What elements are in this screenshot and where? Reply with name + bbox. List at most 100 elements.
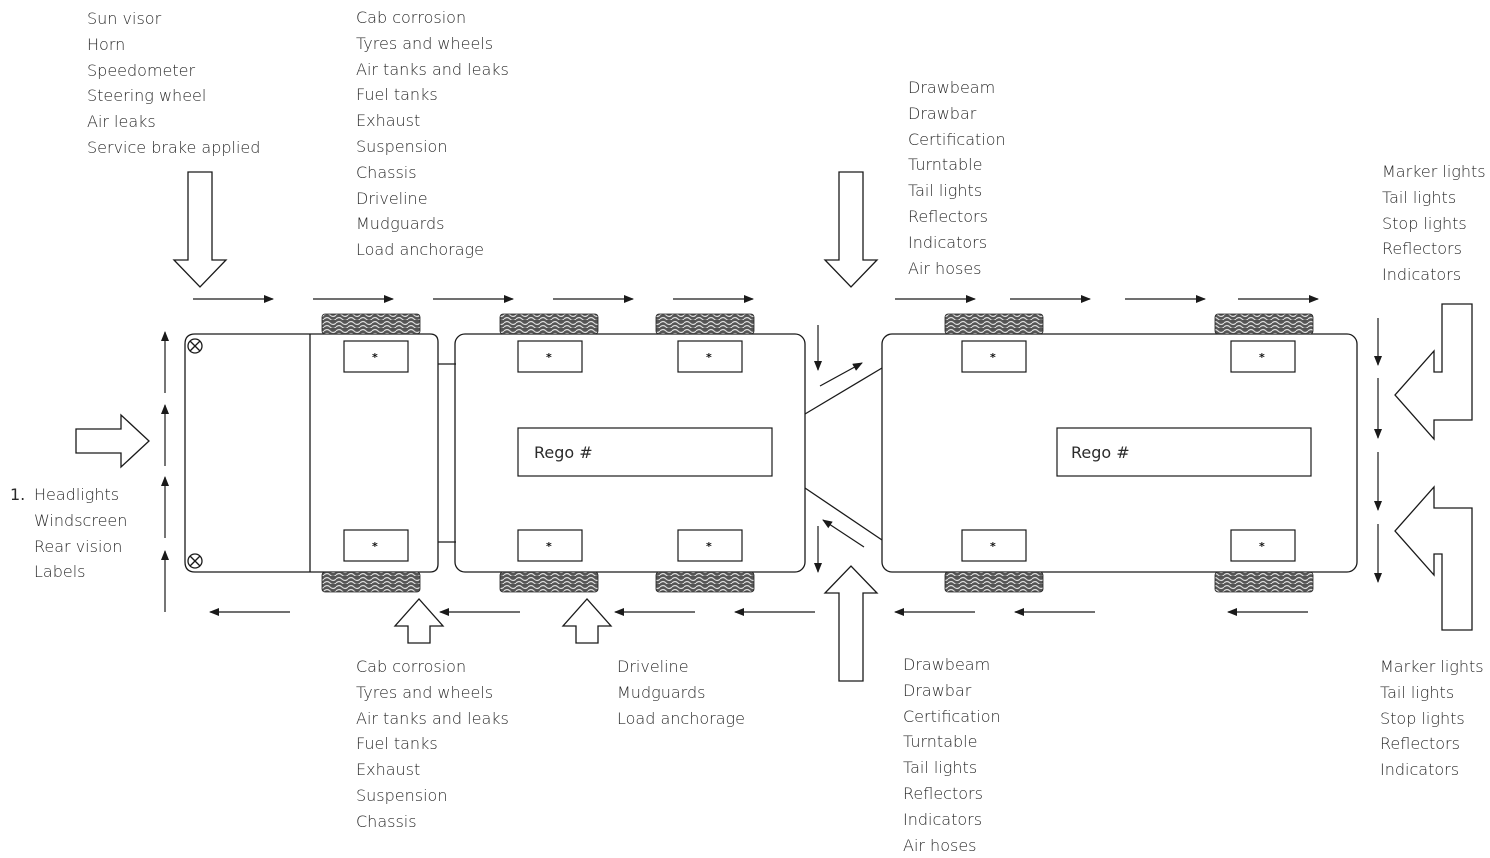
wheel-marker: * [372,540,378,553]
headlight-top [187,338,203,354]
inspection-arrows [75,171,1473,682]
front-list: Headlights Windscreen Rear vision Labels [34,482,127,585]
list-item: Cab corrosion [356,8,467,27]
list-item: Tail lights [1380,682,1455,702]
list-item: Exhaust [356,760,421,780]
coupling-bottom-list: Drawbeam Drawbar Certification Turntable… [903,652,1001,858]
wheel-box [677,529,743,562]
coupling-top-list: Drawbeam Drawbar Certification Turntable… [908,75,1006,281]
wheel-marker: * [1259,351,1265,364]
list-item: Tail lights [908,181,983,201]
list-item: Service brake applied [87,137,261,157]
list-item: Reflectors [908,206,988,226]
list-item: Turntable [908,155,983,175]
list-item: Rear vision [34,536,123,556]
truck-cab [184,333,439,573]
list-item: Sun visor [87,9,162,28]
list-item: Indicators [903,809,983,829]
big-arrow-up [823,565,879,682]
list-item: Indicators [1382,265,1462,285]
wheel-marker: * [990,351,996,364]
list-item: Certification [903,706,1001,726]
list-item: Exhaust [356,111,421,131]
list-item: Marker lights [1382,162,1486,181]
truck-body [454,333,806,573]
list-item: Drawbeam [903,655,991,674]
list-item: Tail lights [1382,187,1457,207]
list-item: Certification [908,129,1006,149]
list-item: Indicators [908,232,988,252]
list-item: Suspension [356,136,448,156]
list-item: Fuel tanks [356,85,438,105]
list-item: Driveline [617,657,689,676]
wheel-box [517,340,583,373]
wheel-box [343,529,409,562]
truck-rego-box [517,427,773,477]
list-item: Mudguards [617,682,706,702]
truck-rego-label: Rego # [534,443,593,462]
list-item: Suspension [356,785,448,805]
list-item: Chassis [356,811,417,831]
list-item: Reflectors [1382,239,1462,259]
arrow-diagonal-up-left [822,519,865,548]
tyre [321,313,421,335]
list-item: Air hoses [908,258,982,278]
list-item: Tyres and wheels [356,33,494,53]
list-item: Load anchorage [356,240,484,260]
list-item: Air leaks [87,112,156,132]
list-item: Turntable [903,732,978,752]
wheel-marker: * [1259,540,1265,553]
list-item: Drawbar [903,680,972,700]
list-item: Load anchorage [617,708,745,728]
tyre [655,571,755,593]
list-item: Tyres and wheels [356,682,494,702]
list-item: Driveline [356,188,428,208]
big-arrow-right [75,413,150,469]
walkaround-arrows [161,295,1382,616]
wheel-box [961,529,1027,562]
drawbar-a-frame [804,367,883,541]
wheel-markers [343,340,1296,562]
list-item: Air tanks and leaks [356,59,509,79]
list-item: Drawbeam [908,78,996,97]
list-item: Headlights [34,485,120,504]
tyre [1214,313,1314,335]
list-item: Drawbar [908,103,977,123]
wheel-box [961,340,1027,373]
list-item: Mudguards [356,214,445,234]
wheel-marker: * [546,351,552,364]
trailer-rego-box [1056,427,1312,477]
cab-body-connector [438,363,456,543]
list-item: Air tanks and leaks [356,708,509,728]
list-item: Air hoses [903,835,977,855]
prime-mover-right-cab-list: Cab corrosion Tyres and wheels Air tanks… [356,654,509,835]
trailer-body [881,333,1358,573]
list-item: Steering wheel [87,86,207,106]
wheel-box [1230,529,1296,562]
big-arrow-up [561,598,613,644]
tyre [321,571,421,593]
list-item: Chassis [356,162,417,182]
tyre [499,313,599,335]
wheel-marker: * [546,540,552,553]
rear-top-list: Marker lights Tail lights Stop lights Re… [1382,159,1486,288]
headlight-bottom [187,553,203,569]
big-arrow-bent-left [1394,303,1473,441]
list-item: Marker lights [1380,657,1484,676]
wheel-box [343,340,409,373]
list-item: Windscreen [34,510,128,530]
cab-interior-list: Sun visor Horn Speedometer Steering whee… [87,6,260,161]
wheel-marker: * [706,540,712,553]
tyres [321,313,1314,593]
big-arrow-up [393,598,445,644]
cab-outline [184,333,439,573]
big-arrow-down [823,171,879,288]
list-item: Horn [87,34,126,54]
tyre [944,571,1044,593]
wheel-marker: * [706,351,712,364]
wheel-marker: * [372,351,378,364]
prime-mover-left-list: Cab corrosion Tyres and wheels Air tanks… [356,5,509,263]
wheel-box [517,529,583,562]
big-arrow-down [172,171,228,288]
